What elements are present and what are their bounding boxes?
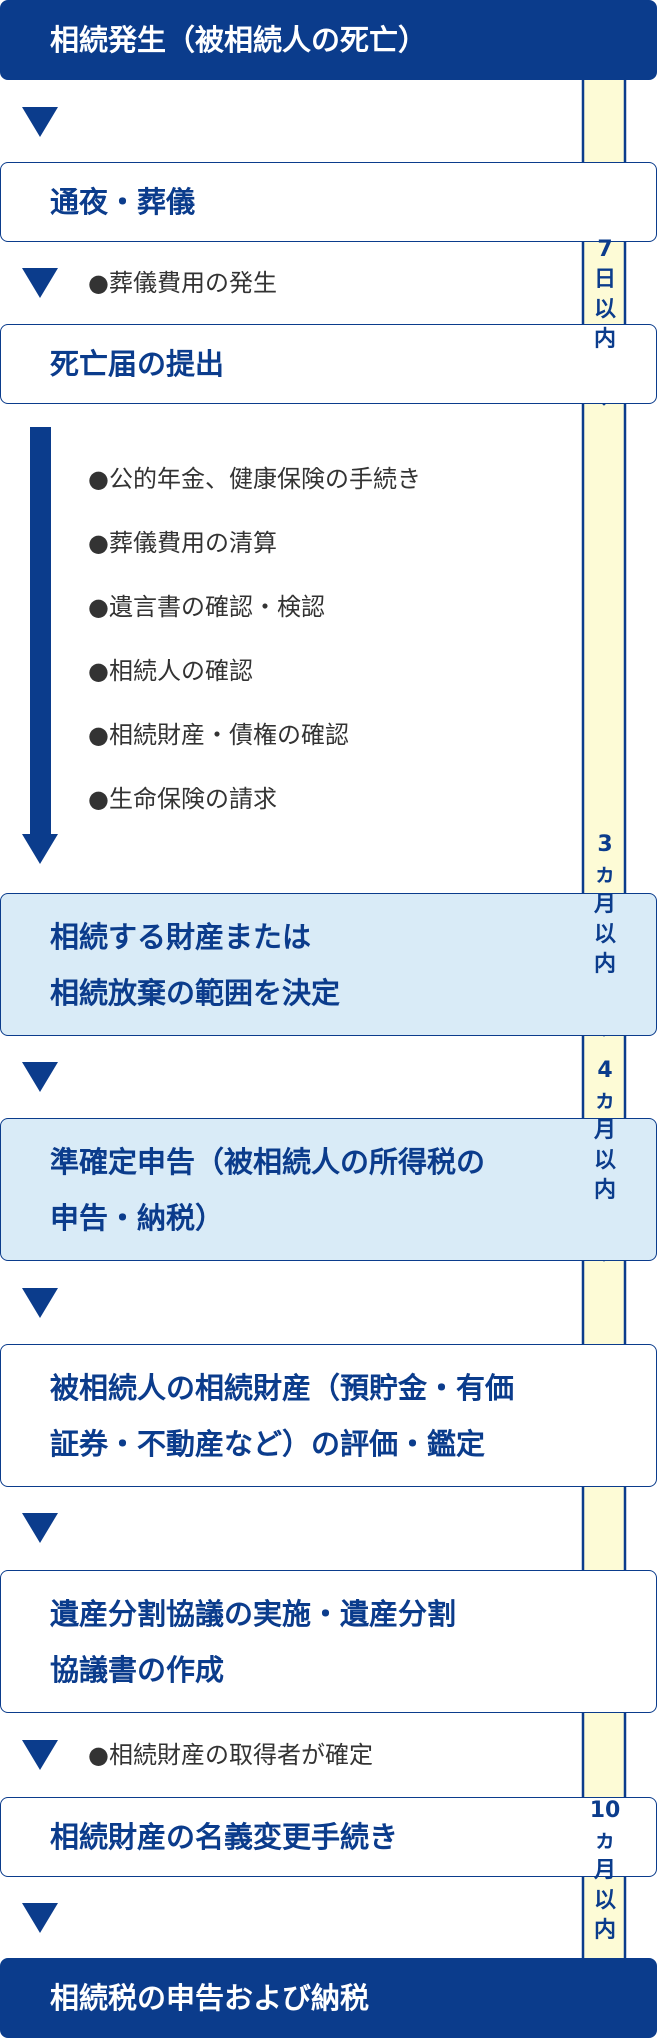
task-note-item: ●生命保険の請求: [88, 785, 277, 813]
timeline-char: 以: [593, 297, 616, 322]
timeline-char: ヵ: [593, 862, 616, 887]
timeline-char: 月: [593, 1858, 616, 1883]
timeline-char: ヵ: [593, 1088, 616, 1113]
task-note-item: ●葬儀費用の清算: [88, 529, 277, 557]
task-note-item: ●相続財産・債権の確認: [88, 721, 349, 749]
timeline-label-4months: 4 ヵ 月 以 内: [578, 1056, 632, 1206]
step-text-line: 相続する財産または: [50, 919, 312, 954]
long-arrow-head-icon: [22, 834, 58, 864]
timeline-char: 3: [597, 832, 613, 857]
step-text-line: 相続財産の名義変更手続き: [50, 1820, 399, 1854]
task-note-item: ●相続人の確認: [88, 657, 253, 685]
timeline-label-7days: 7 日 以 内: [578, 235, 632, 355]
timeline-char: 以: [593, 1148, 616, 1173]
step-text-line: 相続税の申告および納税: [50, 1981, 370, 2015]
timeline-char: 内: [593, 327, 616, 352]
timeline-char: 以: [593, 1888, 616, 1913]
down-arrow-icon: [22, 268, 58, 298]
down-arrow-icon: [22, 1903, 58, 1933]
step-text-line: 被相続人の相続財産（預貯金・有価: [50, 1370, 515, 1405]
timeline-char: 内: [593, 1178, 616, 1203]
step-text-line: 死亡届の提出: [50, 347, 225, 381]
step-title-transfer: 相続財産の名義変更手続き: [0, 1797, 657, 1877]
down-arrow-icon: [22, 1288, 58, 1318]
step-wake-funeral: 通夜・葬儀: [0, 162, 657, 242]
timeline-label-3months: 3 ヵ 月 以 内: [578, 830, 632, 980]
long-arrow-shaft: [30, 427, 51, 837]
timeline-char: ヵ: [593, 1828, 616, 1853]
note-funeral-cost: ●葬儀費用の発生: [88, 269, 277, 297]
step-estate-division: 遺産分割協議の実施・遺産分割 協議書の作成: [0, 1570, 657, 1713]
timeline-char: 月: [593, 892, 616, 917]
down-arrow-icon: [22, 107, 58, 137]
step-asset-valuation: 被相続人の相続財産（預貯金・有価 証券・不動産など）の評価・鑑定: [0, 1344, 657, 1487]
step-text-line: 相続発生（被相続人の死亡）: [50, 23, 428, 57]
step-quasi-final-return: 準確定申告（被相続人の所得税の 申告・納税）: [0, 1118, 657, 1261]
step-text-line: 通夜・葬儀: [50, 185, 196, 219]
step-inheritance-occurs: 相続発生（被相続人の死亡）: [0, 0, 657, 80]
task-note-item: ●遺言書の確認・検認: [88, 593, 325, 621]
timeline-label-10months: 10 ヵ 月 以 内: [578, 1796, 632, 1946]
timeline-char: 月: [593, 1118, 616, 1143]
timeline-char: 日: [593, 267, 616, 292]
step-text-line: 証券・不動産など）の評価・鑑定: [50, 1426, 486, 1461]
timeline-char: 4: [597, 1058, 613, 1083]
timeline-char: 以: [593, 922, 616, 947]
step-death-notice: 死亡届の提出: [0, 324, 657, 404]
timeline-char: 7: [597, 237, 613, 262]
note-heir-confirmed: ●相続財産の取得者が確定: [88, 1741, 373, 1769]
step-text-line: 申告・納税）: [50, 1200, 225, 1235]
timeline-char: 内: [593, 1918, 616, 1943]
step-text-line: 遺産分割協議の実施・遺産分割: [50, 1596, 457, 1631]
step-text-line: 相続放棄の範囲を決定: [50, 975, 341, 1010]
down-arrow-icon: [22, 1513, 58, 1543]
timeline-char: 10: [589, 1798, 621, 1823]
task-note-list: ●公的年金、健康保険の手続き ●葬儀費用の清算 ●遺言書の確認・検認 ●相続人の…: [88, 464, 421, 848]
step-decide-inheritance-scope: 相続する財産または 相続放棄の範囲を決定: [0, 893, 657, 1036]
task-note-item: ●公的年金、健康保険の手続き: [88, 465, 421, 493]
timeline-char: 内: [593, 952, 616, 977]
down-arrow-icon: [22, 1062, 58, 1092]
step-text-line: 協議書の作成: [50, 1652, 225, 1687]
step-text-line: 準確定申告（被相続人の所得税の: [50, 1144, 486, 1179]
step-inheritance-tax-filing: 相続税の申告および納税: [0, 1958, 657, 2038]
down-arrow-icon: [22, 1740, 58, 1770]
